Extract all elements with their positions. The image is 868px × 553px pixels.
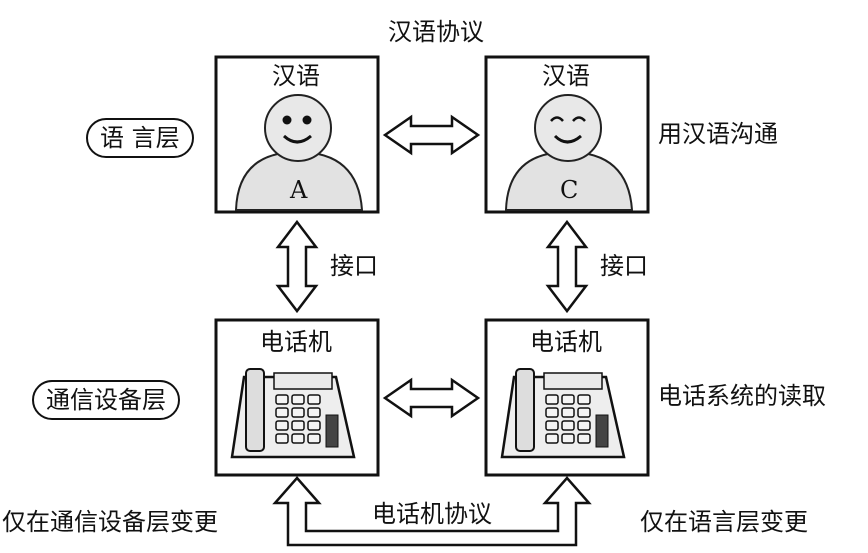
interface-right-label: 接口 — [600, 252, 648, 280]
arrow-language-layer — [382, 114, 481, 156]
top-protocol-label: 汉语协议 — [388, 18, 484, 46]
phone-left-icon — [230, 368, 356, 459]
arrow-interface-left — [275, 219, 319, 314]
arrow-interface-right — [545, 219, 589, 314]
phone-system-label: 电话系统的读取 — [658, 382, 826, 410]
device-layer-pill: 通信设备层 — [32, 380, 180, 420]
person-c-letter: C — [560, 176, 579, 204]
language-layer-pill: 语 言层 — [86, 118, 194, 158]
phone-right-icon — [500, 368, 626, 459]
arrow-device-layer — [382, 377, 481, 419]
arrow-phone-protocol — [272, 476, 592, 547]
box-c-title: 汉语 — [542, 62, 590, 90]
box-phone-left-title: 电话机 — [260, 328, 332, 356]
communicate-label: 用汉语沟通 — [658, 120, 778, 148]
person-c-icon — [504, 94, 634, 211]
language-change-label: 仅在语言层变更 — [640, 508, 808, 536]
phone-protocol-label: 电话机协议 — [372, 500, 492, 528]
box-a-title: 汉语 — [272, 62, 320, 90]
device-change-label: 仅在通信设备层变更 — [2, 508, 218, 536]
person-a-letter: A — [290, 176, 308, 204]
interface-left-label: 接口 — [330, 252, 378, 280]
box-phone-right-title: 电话机 — [530, 328, 602, 356]
person-a-icon — [234, 94, 364, 211]
